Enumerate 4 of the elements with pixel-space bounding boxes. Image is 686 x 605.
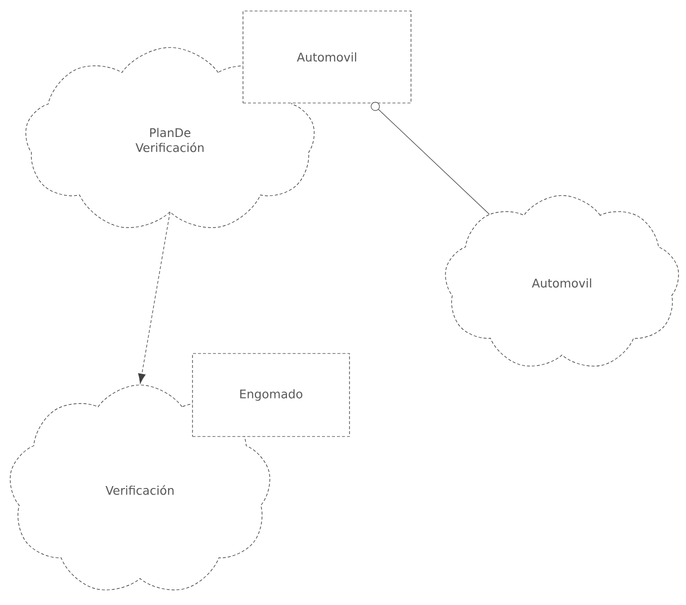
class-cloud: Automovil xyxy=(445,195,679,366)
association-line xyxy=(370,102,490,215)
template-box: Automovil xyxy=(242,10,412,104)
template-box: Engomado xyxy=(192,353,350,437)
